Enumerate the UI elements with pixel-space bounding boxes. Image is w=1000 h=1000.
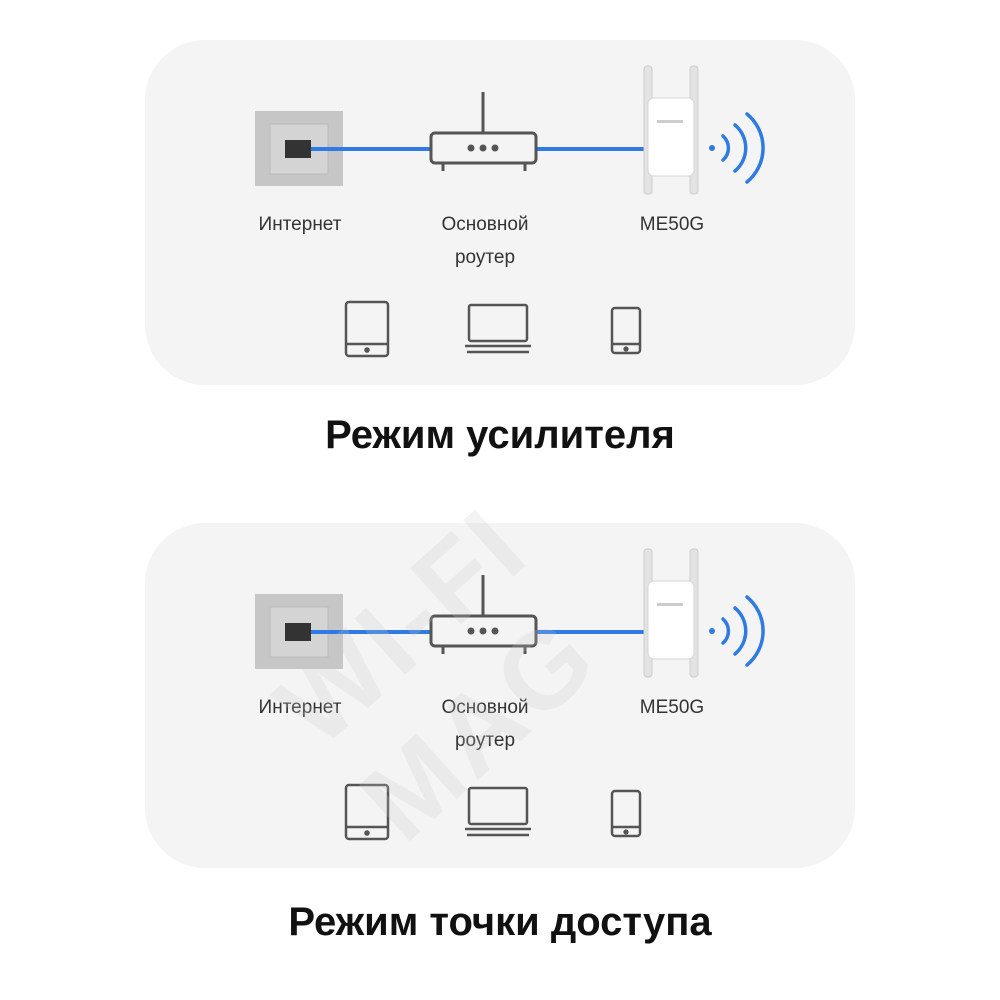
smartphone-icon bbox=[610, 789, 642, 838]
extender-model-label: ME50G bbox=[639, 697, 705, 718]
diagram-panel-access-point-mode: Интернет Основной роутер ME50G bbox=[145, 523, 855, 868]
internet-label: Интернет bbox=[258, 214, 342, 235]
laptop-icon bbox=[465, 303, 531, 354]
router-icon bbox=[429, 92, 538, 171]
smartphone-icon bbox=[610, 306, 642, 355]
diagram-graphic bbox=[255, 548, 765, 841]
extender-model-label: ME50G bbox=[639, 214, 705, 235]
tablet-icon bbox=[344, 300, 390, 358]
main-router-label: Основной роутер bbox=[441, 697, 529, 751]
wifi-signal-icon bbox=[709, 595, 765, 667]
mode-title-access-point: Режим точки доступа bbox=[288, 900, 712, 944]
router-icon bbox=[429, 575, 538, 654]
main-router-label: Основной роутер bbox=[441, 214, 529, 268]
range-extender-icon bbox=[643, 65, 699, 195]
laptop-icon bbox=[465, 786, 531, 837]
diagram-graphic bbox=[255, 65, 765, 358]
internet-label: Интернет bbox=[258, 697, 342, 718]
wifi-signal-icon bbox=[709, 112, 765, 184]
mode-title-extender: Режим усилителя bbox=[325, 413, 675, 457]
range-extender-icon bbox=[643, 548, 699, 678]
tablet-icon bbox=[344, 783, 390, 841]
diagram-panel-extender-mode: Интернет Основной роутер ME50G bbox=[145, 40, 855, 385]
